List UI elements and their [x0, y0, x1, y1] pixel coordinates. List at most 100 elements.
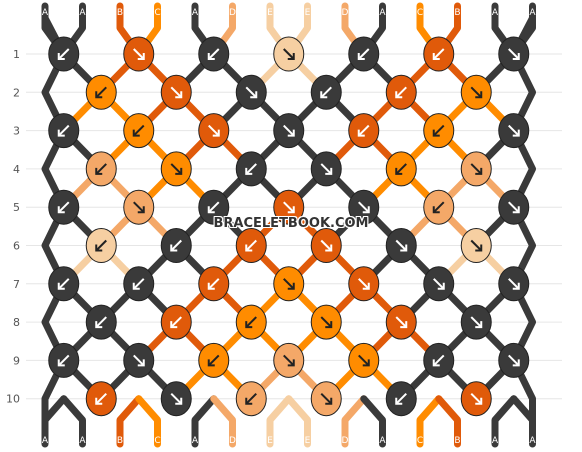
strand-letter-bottom: C — [417, 436, 423, 446]
arrow-head — [395, 91, 403, 99]
knot — [348, 342, 380, 378]
arrow-down-left-icon — [245, 392, 257, 405]
arrow-down-left-icon — [320, 86, 332, 99]
arrow-head — [432, 359, 440, 367]
strand-letter-bottom: A — [42, 436, 49, 446]
arrow-shaft — [358, 354, 370, 367]
arrow-head — [132, 129, 140, 137]
arrow-down-left-icon — [95, 163, 107, 175]
arrow-down-left-icon — [132, 124, 145, 137]
knot — [123, 266, 155, 302]
arrow-down-right-icon — [508, 201, 520, 214]
arrow-head — [95, 397, 103, 405]
arrow-head — [512, 206, 520, 214]
knot — [160, 381, 192, 417]
strand-end-bottom — [341, 395, 368, 448]
knot — [123, 189, 155, 225]
arrow-shaft — [170, 316, 182, 328]
arrow-down-left-icon — [245, 316, 257, 329]
knot — [423, 113, 455, 149]
knot — [85, 381, 117, 417]
arrow-down-right-icon — [283, 278, 295, 290]
strand-letter-top: D — [342, 8, 349, 18]
knot — [123, 36, 155, 72]
arrow-shaft — [133, 354, 145, 367]
knot — [235, 304, 267, 340]
arrow-shaft — [358, 278, 370, 290]
arrow-shaft — [508, 48, 520, 60]
strand-letter-bottom: D — [342, 436, 349, 446]
arrow-down-right-icon — [358, 201, 370, 214]
arrow-shaft — [170, 239, 182, 252]
knot — [160, 74, 192, 110]
arrow-head — [475, 167, 483, 175]
knot — [198, 266, 230, 302]
arrow-down-left-icon — [245, 163, 257, 175]
knot — [48, 342, 80, 378]
arrow-down-left-icon — [245, 239, 257, 252]
arrow-head — [57, 129, 65, 137]
arrow-down-right-icon — [508, 354, 520, 367]
knot — [198, 113, 230, 149]
row-label-8: 8 — [13, 316, 20, 329]
strand-letter-top: A — [529, 8, 536, 18]
arrow-shaft — [470, 163, 482, 175]
arrow-shaft — [283, 201, 295, 213]
arrow-head — [432, 129, 440, 137]
strand-letter-top: B — [117, 8, 123, 18]
strand-letter-bottom: A — [192, 436, 199, 446]
knot — [310, 304, 342, 340]
arrow-down-right-icon — [358, 354, 370, 367]
knot — [498, 342, 530, 378]
arrow-head — [400, 244, 408, 252]
arrow-down-right-icon — [470, 392, 483, 405]
arrow-head — [212, 129, 220, 137]
arrow-head — [357, 53, 365, 60]
arrow-shaft — [395, 86, 407, 99]
arrow-down-left-icon — [57, 124, 70, 137]
arrow-down-left-icon — [395, 392, 407, 405]
arrow-head — [325, 397, 333, 405]
arrow-shaft — [433, 201, 445, 213]
arrow-head — [475, 91, 483, 99]
knot-grid — [48, 36, 530, 417]
arrow-down-left-icon — [432, 354, 445, 367]
arrow-down-left-icon — [95, 239, 107, 252]
arrow-down-left-icon — [57, 354, 70, 367]
edge-strand — [510, 14, 536, 446]
arrow-shaft — [470, 316, 482, 328]
arrow-down-right-icon — [320, 239, 333, 252]
arrow-shaft — [133, 201, 145, 213]
row-label-4: 4 — [13, 163, 20, 176]
strand-letter-top: A — [379, 8, 386, 18]
arrow-down-right-icon — [170, 86, 183, 99]
arrow-down-right-icon — [283, 124, 295, 137]
arrow-down-left-icon — [170, 239, 182, 252]
arrow-head — [287, 282, 295, 290]
arrow-shaft — [208, 48, 220, 60]
arrow-down-left-icon — [132, 278, 145, 290]
arrow-shaft — [433, 278, 445, 290]
arrow-shaft — [508, 278, 520, 290]
knot — [198, 342, 230, 378]
arrow-shaft — [245, 392, 257, 405]
arrow-head — [357, 129, 365, 137]
arrow-shaft — [133, 278, 145, 290]
arrow-shaft — [245, 163, 257, 175]
arrow-shaft — [208, 201, 220, 213]
arrow-shaft — [245, 86, 257, 99]
arrow-down-right-icon — [133, 354, 145, 367]
arrow-down-left-icon — [207, 278, 220, 290]
arrow-down-right-icon — [320, 163, 333, 175]
knot — [385, 228, 417, 263]
knot — [85, 228, 117, 263]
arrow-head — [287, 206, 295, 214]
knot — [385, 304, 417, 340]
arrow-down-left-icon — [57, 278, 70, 290]
arrow-head — [245, 244, 253, 252]
arrow-shaft — [58, 124, 70, 137]
strand-end-bottom — [360, 395, 386, 448]
arrow-down-right-icon — [133, 48, 145, 60]
